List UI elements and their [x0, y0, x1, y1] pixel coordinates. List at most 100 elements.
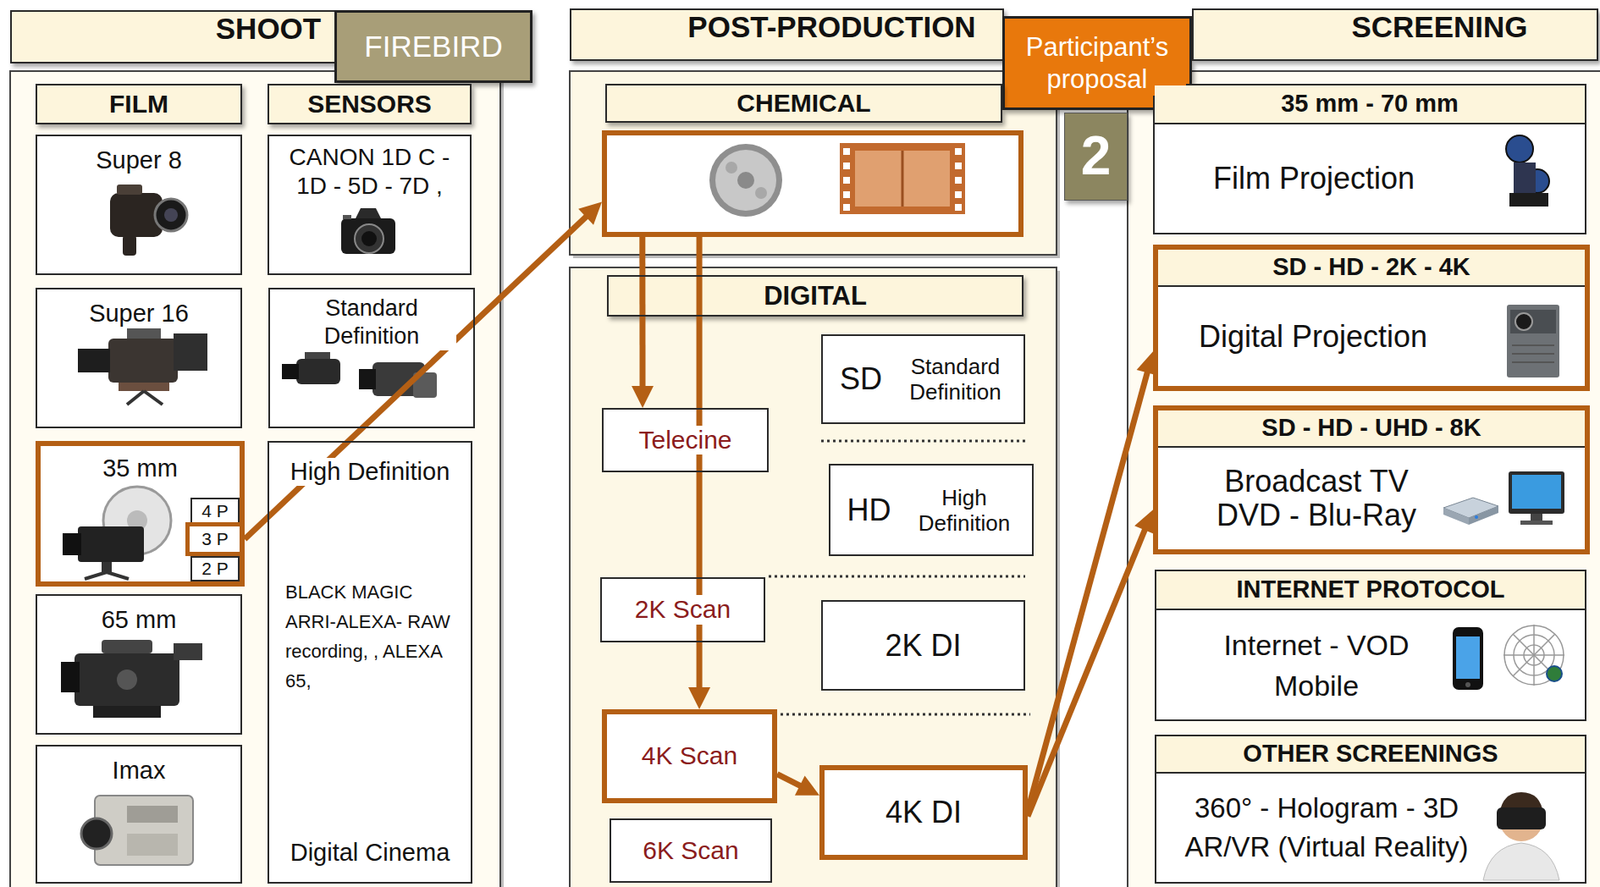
vr-user — [1483, 792, 1560, 881]
band-title: SD - HD - 2K - 4K — [1158, 249, 1585, 287]
web-icon-part — [1523, 645, 1545, 666]
film-projector-part — [1506, 135, 1534, 163]
format-box: 35 mm4 P3 P2 P — [35, 441, 245, 587]
box-text: 3 P — [199, 529, 231, 550]
group-header: SENSORS — [267, 83, 472, 125]
format-box: Standard Definition — [268, 287, 475, 429]
format-box: CANON 1D C - 1D - 5D - 7D , — [267, 134, 472, 276]
arrowhead — [688, 687, 711, 710]
box-text: Digital Projection — [1197, 319, 1429, 354]
column-panel-part — [573, 74, 1060, 259]
film35-camera-part — [62, 533, 82, 556]
box-text: Film Projection — [1211, 160, 1417, 196]
film-can-part — [737, 171, 755, 189]
film65-camera — [60, 640, 203, 718]
box-text: Internet - VOD Mobile — [1189, 624, 1444, 707]
group-header: DIGITAL — [606, 275, 1024, 317]
box-text: POST-PRODUCTION — [685, 10, 977, 45]
super16-camera-part — [108, 338, 178, 383]
film-projector — [1506, 135, 1550, 207]
panel-body: Film Projection — [1154, 124, 1585, 233]
film65-camera-part — [101, 640, 153, 654]
column-panel — [10, 71, 504, 887]
band-title: OTHER SCREENINGS — [1156, 736, 1585, 774]
format-box: HD High Definition — [828, 463, 1034, 557]
box-text: 2K DI — [882, 628, 963, 663]
digital-projector-part — [1506, 304, 1560, 378]
box-text: 4 P — [199, 501, 231, 522]
output-box: SD - HD - UHD - 8K Broadcast TV DVD - Blu… — [1153, 405, 1590, 555]
format-box: 65 mm — [35, 594, 243, 735]
super16-camera-part — [173, 333, 208, 371]
film-projector-part — [1513, 162, 1536, 194]
camcorder-icons — [281, 352, 437, 398]
group-header: CHEMICAL — [605, 83, 1003, 123]
process-box: 6K Scan — [609, 818, 773, 883]
column-panel-part — [10, 71, 501, 887]
box-text: Standard Definition — [902, 353, 1009, 405]
format-box: Imax — [35, 744, 243, 884]
arrowhead — [578, 201, 602, 225]
film-strip-part — [843, 176, 850, 184]
connector-line — [244, 213, 590, 540]
format-box: SDStandard Definition — [821, 334, 1026, 425]
mobile-phone — [1452, 627, 1484, 690]
output-box: 35 mm - 70 mmFilm Projection — [1153, 83, 1587, 235]
camcorder-icons-part — [304, 352, 331, 359]
television-part — [1520, 520, 1553, 525]
film-strip-part — [954, 204, 962, 211]
film-can — [709, 143, 783, 217]
film-strip-part — [839, 143, 966, 215]
film-strip-part — [843, 204, 850, 211]
dslr-camera-part — [354, 224, 384, 254]
connector-line — [1027, 368, 1149, 812]
super16-camera — [77, 328, 208, 405]
separator-dots-part — [821, 440, 1026, 443]
media-box — [601, 130, 1024, 238]
film65-camera-part — [93, 706, 161, 718]
box-text: 6K Scan — [640, 836, 740, 867]
band-title: INTERNET PROTOCOL — [1156, 571, 1585, 611]
column-panel — [1127, 71, 1600, 887]
box-text: FIREBIRD — [362, 29, 504, 64]
box-text: Super 8 — [93, 146, 184, 175]
film-projector-part — [1509, 193, 1549, 207]
column-header: POST-PRODUCTION — [569, 8, 1005, 61]
film65-camera-part — [60, 662, 80, 693]
connector-line — [1027, 525, 1147, 817]
group-header: FILM — [35, 83, 243, 125]
web-icon-part — [1504, 625, 1564, 685]
box-text: Broadcast TV DVD - Blu-Ray — [1206, 464, 1427, 533]
box-text: 2K Scan — [633, 595, 733, 625]
film35-camera-part — [84, 572, 107, 580]
box-text: CANON 1D C - 1D - 5D - 7D , — [277, 143, 463, 201]
box-text: HD — [845, 492, 894, 528]
connector — [244, 201, 602, 540]
separator-dots-part — [768, 575, 1026, 579]
box-text: 2 — [1079, 125, 1114, 188]
film65-camera-part — [173, 643, 203, 661]
television-part — [1508, 471, 1565, 514]
film-strip-part — [843, 162, 850, 170]
step-number: 2 — [1064, 112, 1128, 201]
box-text: 2 P — [199, 558, 231, 580]
arrowhead — [1134, 509, 1155, 535]
box-text: Super 16 — [87, 299, 191, 328]
super8-camera-part — [116, 184, 143, 195]
film35-camera-part — [101, 562, 112, 573]
dslr-camera-part — [342, 215, 352, 220]
camcorder-icons-part — [358, 369, 376, 390]
box-text: High Definition — [911, 485, 1018, 536]
format-box: Super 16 — [35, 287, 243, 429]
digital-projector — [1506, 304, 1560, 378]
project-tag: FIREBIRD — [334, 10, 533, 83]
connector — [631, 237, 654, 409]
film-can-part — [715, 149, 777, 211]
column-header: SHOOT — [10, 10, 337, 64]
box-text: CHEMICAL — [734, 88, 872, 119]
film65-camera-part — [116, 669, 138, 690]
film-can-part — [725, 161, 738, 174]
dvd-player-part — [1468, 506, 1499, 525]
digital-projector-part — [1511, 344, 1555, 347]
band-title: SD - HD - UHD - 8K — [1158, 410, 1585, 448]
